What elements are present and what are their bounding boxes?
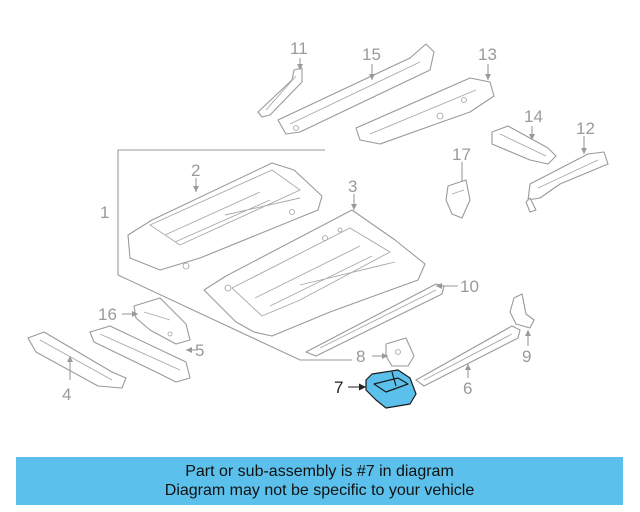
part-7-highlighted[interactable] xyxy=(365,369,417,409)
callout-11: 11 xyxy=(290,39,308,58)
part-14-crossmember xyxy=(491,125,557,165)
part-8-plate xyxy=(385,337,415,367)
banner-line-2: Diagram may not be specific to your vehi… xyxy=(164,482,475,499)
callout-14: 14 xyxy=(524,107,543,126)
info-banner: Part or sub-assembly is #7 in diagram Di… xyxy=(16,457,623,505)
part-16-gusset xyxy=(133,297,191,345)
group-bracket-1 xyxy=(117,149,352,361)
part-11-bracket xyxy=(257,67,303,118)
part-4-bracket xyxy=(27,331,127,389)
parts-diagram: 11 15 13 14 12 17 2 1 3 10 16 5 4 8 9 6 … xyxy=(27,39,609,409)
callout-16: 16 xyxy=(98,305,117,324)
part-13-side-rail xyxy=(355,77,495,145)
callout-5: 5 xyxy=(195,341,204,360)
callout-1: 1 xyxy=(100,203,109,222)
callout-12: 12 xyxy=(576,119,595,138)
callout-15: 15 xyxy=(362,45,381,64)
part-15-sill xyxy=(277,43,435,135)
callout-3: 3 xyxy=(348,177,357,196)
callout-17: 17 xyxy=(452,145,471,164)
callout-10: 10 xyxy=(460,277,479,296)
part-3-rear-floor xyxy=(203,209,426,337)
part-17-bracket xyxy=(445,179,471,219)
callout-7[interactable]: 7 xyxy=(334,378,343,397)
callout-8: 8 xyxy=(356,347,365,366)
leader-arrowheads xyxy=(67,64,587,391)
callout-13: 13 xyxy=(478,45,497,64)
part-2-front-floor xyxy=(127,162,323,271)
part-10-rail xyxy=(305,283,445,357)
part-12-rear-member xyxy=(525,151,609,213)
callout-9: 9 xyxy=(522,347,531,366)
banner-line-1: Part or sub-assembly is #7 in diagram xyxy=(185,463,454,480)
callout-6: 6 xyxy=(463,379,472,398)
callout-4: 4 xyxy=(62,385,71,404)
part-6-rail xyxy=(415,325,521,387)
part-9-upright xyxy=(509,293,535,329)
callout-2: 2 xyxy=(191,161,200,180)
part-5-crossmember xyxy=(89,325,191,383)
